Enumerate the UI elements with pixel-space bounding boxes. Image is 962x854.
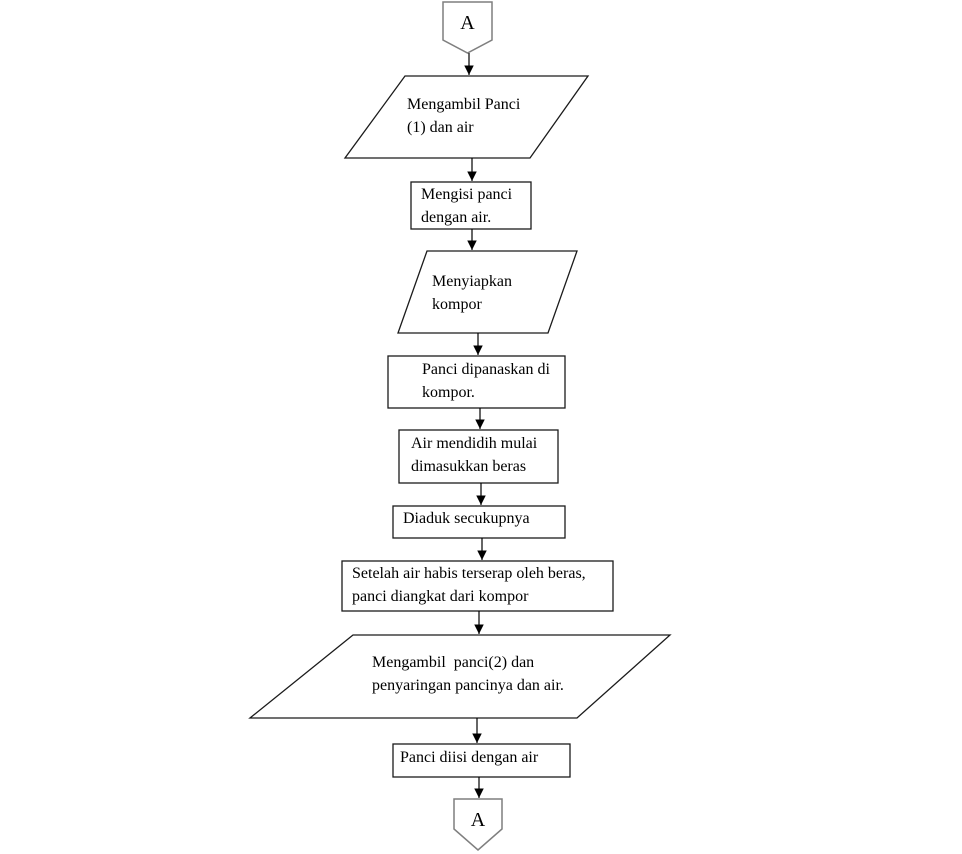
process-rect-3-shape <box>398 429 559 484</box>
node-proc-2-line-1: Panci dipanaskan di <box>422 361 550 378</box>
node-proc-4: Diaduk secukupnya <box>403 507 530 530</box>
process-rect-5-shape <box>341 560 614 612</box>
node-proc-6-line-1: Panci diisi dengan air <box>400 749 539 766</box>
io-parallelogram-2-shape <box>397 250 578 334</box>
process-rect-6-shape <box>392 743 571 778</box>
node-io-1-line-1: Mengambil Panci <box>407 96 521 113</box>
node-io-3: Mengambil panci(2) dan penyaringan panci… <box>372 651 564 697</box>
node-proc-1-line-1: Mengisi panci <box>421 186 513 203</box>
node-proc-4-line-1: Diaduk secukupnya <box>403 510 530 527</box>
offpage-connector-top-shape <box>442 1 493 54</box>
process-rect-1-shape <box>410 181 532 230</box>
offpage-connector-bottom-label: A <box>470 809 486 831</box>
process-rect-2-shape <box>387 355 566 409</box>
node-proc-3-line-1: Air mendidih mulai <box>411 435 538 452</box>
node-proc-3: Air mendidih mulai dimasukkan beras <box>411 432 537 478</box>
node-io-1-line-2: (1) dan air <box>407 119 474 136</box>
node-proc-1-line-2: dengan air. <box>421 209 492 226</box>
node-io-2-line-2: kompor <box>432 296 482 313</box>
node-proc-5-line-2: panci diangkat dari kompor <box>352 588 529 605</box>
node-proc-5: Setelah air habis terserap oleh beras, p… <box>352 562 586 608</box>
io-parallelogram-1-shape <box>343 75 590 159</box>
node-io-2-line-1: Menyiapkan <box>432 273 512 290</box>
node-io-3-line-2: penyaringan pancinya dan air. <box>372 677 564 694</box>
node-proc-5-line-1: Setelah air habis terserap oleh beras, <box>352 565 586 582</box>
offpage-connector-bottom-shape <box>453 798 503 851</box>
node-proc-2: Panci dipanaskan di kompor. <box>422 358 550 404</box>
node-io-3-line-1: Mengambil panci(2) dan <box>372 654 535 671</box>
io-parallelogram-3-shape <box>248 634 672 719</box>
process-rect-4-shape <box>392 505 566 539</box>
offpage-connector-top-label: A <box>460 12 475 34</box>
node-io-1: Mengambil Panci (1) dan air <box>407 93 520 139</box>
node-proc-6: Panci diisi dengan air <box>400 746 538 769</box>
node-io-2: Menyiapkan kompor <box>432 270 512 316</box>
node-proc-1: Mengisi panci dengan air. <box>421 183 512 229</box>
node-proc-2-line-2: kompor. <box>422 384 475 401</box>
node-proc-3-line-2: dimasukkan beras <box>411 458 527 475</box>
